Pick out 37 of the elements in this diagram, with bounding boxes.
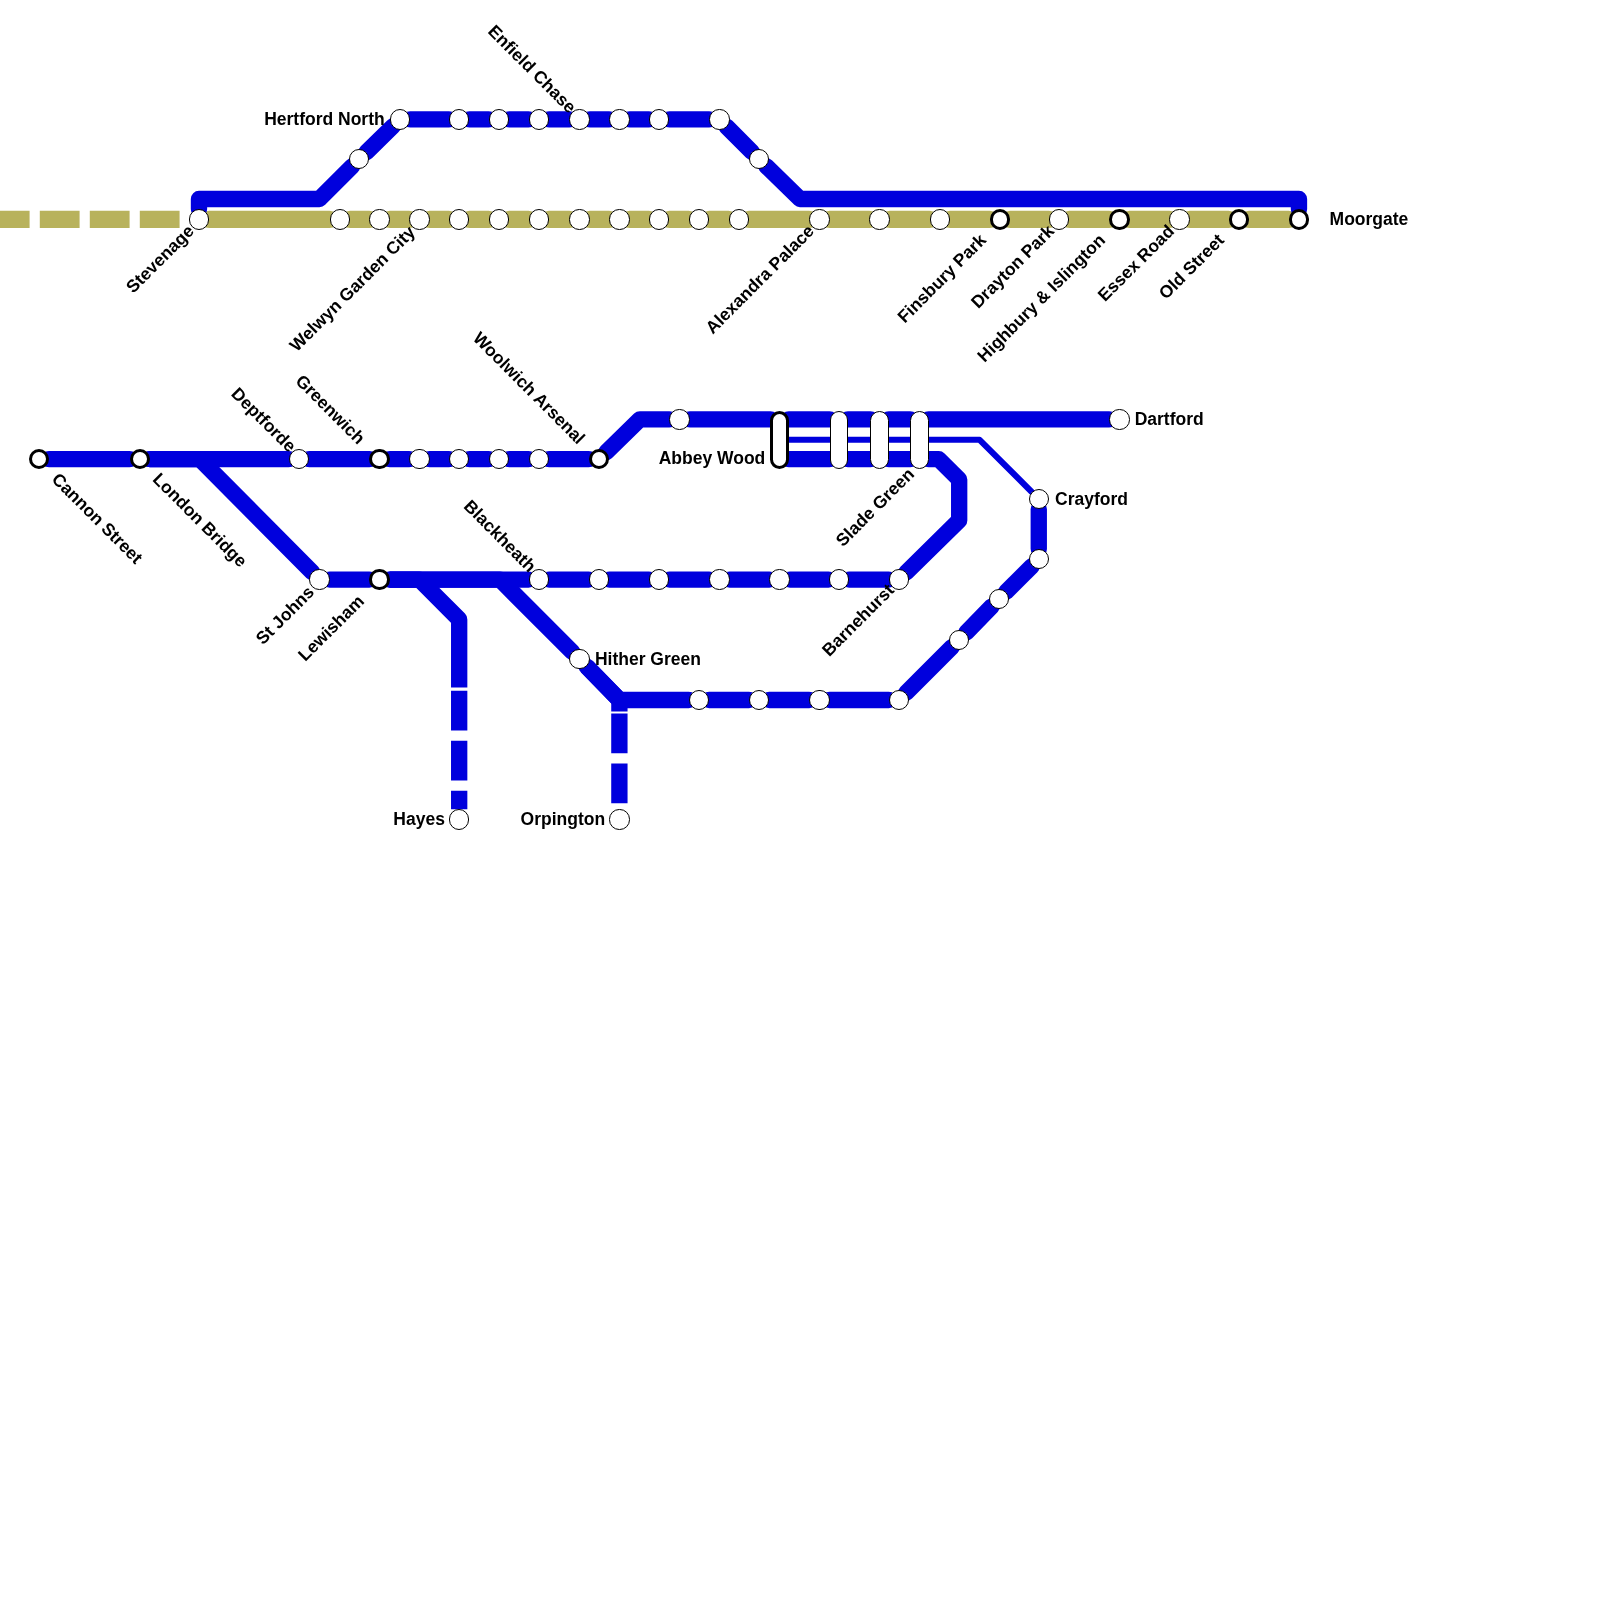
station-circle	[309, 569, 330, 590]
station-circle	[709, 569, 730, 590]
interchange-station-marker	[770, 410, 789, 469]
rail-line	[358, 118, 401, 161]
station-circle	[569, 209, 590, 230]
station-circle	[809, 689, 830, 711]
station-name: Hertford North	[264, 109, 385, 130]
station-circle	[709, 109, 730, 130]
station-circle	[609, 109, 630, 130]
interchange-station-marker	[870, 410, 889, 469]
rail-line	[718, 118, 761, 161]
station-name: Crayford	[1055, 488, 1129, 510]
station-name: Dartford	[1134, 409, 1204, 430]
rail-line	[898, 451, 968, 581]
rail-line	[958, 598, 1000, 641]
station-circle	[769, 569, 790, 590]
station-name: Abbey Wood	[658, 448, 766, 469]
station-circle	[448, 809, 470, 830]
station-name: Hayes	[393, 809, 445, 830]
station-circle	[669, 409, 690, 430]
station-circle	[28, 448, 49, 470]
station-circle	[389, 109, 411, 130]
rail-line	[898, 638, 961, 701]
station-circle	[869, 209, 890, 230]
rail-line	[998, 558, 1040, 600]
station-circle	[409, 448, 430, 470]
station-circle	[369, 569, 390, 590]
station-circle	[369, 448, 390, 470]
interchange-station-marker	[910, 410, 929, 469]
station-circle	[609, 209, 630, 230]
station-name: Orpington	[520, 809, 606, 830]
station-name: Hither Green	[594, 649, 701, 670]
station-circle	[1109, 409, 1130, 430]
station-circle	[609, 809, 630, 830]
station-circle	[1109, 209, 1130, 230]
station-name: Moorgate	[1329, 209, 1409, 230]
interchange-station-marker	[829, 410, 848, 469]
